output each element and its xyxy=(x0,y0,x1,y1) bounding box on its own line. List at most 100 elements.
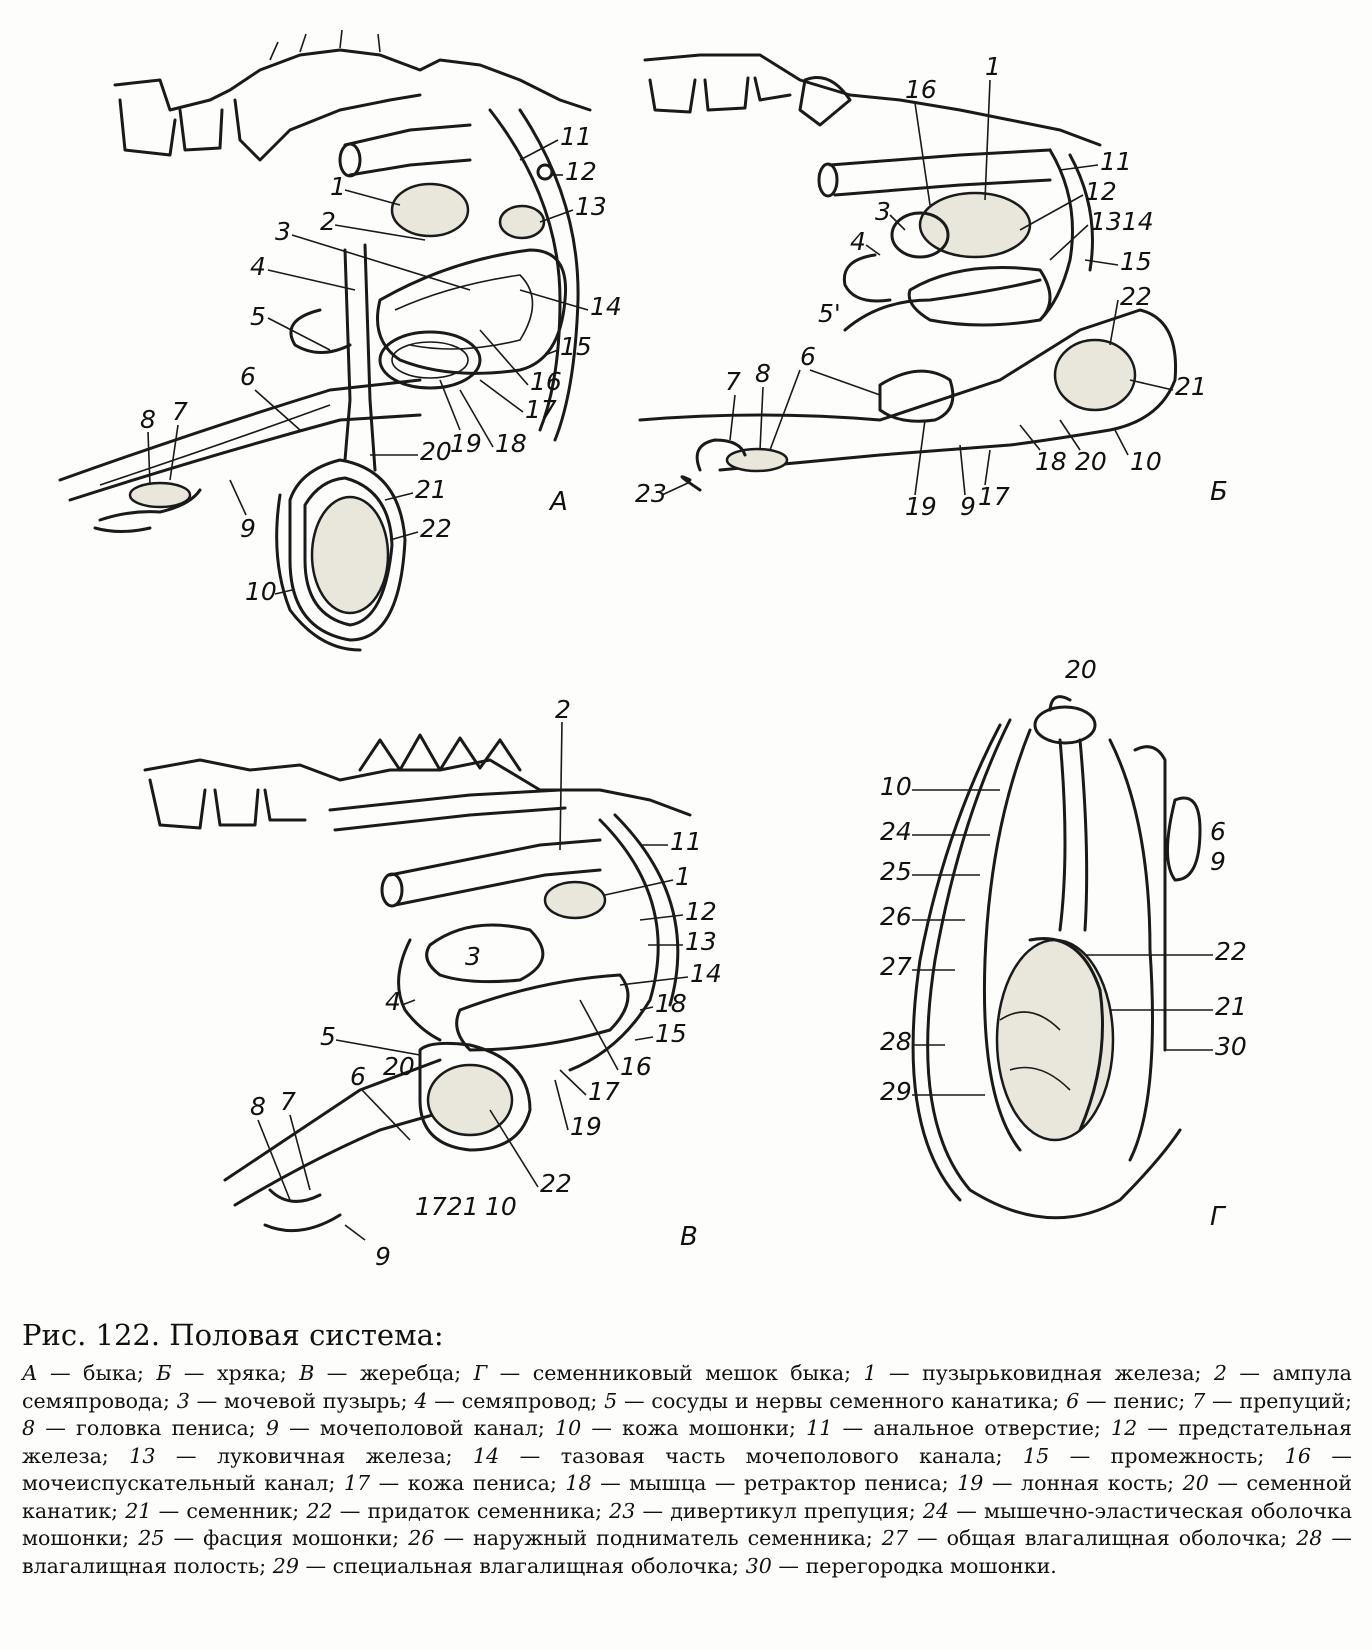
panel-label-g: Г xyxy=(1210,1202,1227,1232)
svg-text:7: 7 xyxy=(725,367,741,396)
svg-text:18: 18 xyxy=(495,429,527,458)
legend-key: 16 xyxy=(1284,1443,1311,1468)
panel-v-labels: 2 11 1 12 13 14 3 18 4 15 5 16 20 6 17 1… xyxy=(250,695,722,1271)
legend-key: 9 xyxy=(265,1416,279,1440)
svg-text:14: 14 xyxy=(690,959,722,988)
legend-item: 20 — семенной канатик; xyxy=(22,1471,1352,1523)
legend-item: Б — хряка; xyxy=(156,1361,300,1385)
svg-text:22: 22 xyxy=(1120,282,1152,311)
svg-text:12: 12 xyxy=(685,897,717,926)
legend-item: 8 — головка пениса; xyxy=(22,1416,266,1440)
legend-text: мышца — ретрактор пениса xyxy=(629,1471,942,1495)
svg-text:29: 29 xyxy=(880,1077,912,1106)
svg-text:17: 17 xyxy=(525,395,557,424)
legend-key: 7 xyxy=(1192,1388,1206,1413)
legend-key: 8 xyxy=(22,1416,36,1440)
svg-text:6: 6 xyxy=(240,362,256,391)
legend-text: наружный подниматель семенника xyxy=(473,1526,866,1550)
legend-text: семяпровод xyxy=(461,1388,591,1413)
svg-text:10: 10 xyxy=(1130,447,1162,476)
legend-key: 17 xyxy=(343,1471,371,1495)
panel-v-drawing xyxy=(143,733,692,1233)
legend-text: семенник xyxy=(186,1498,293,1523)
legend-text: мочеполовой канал xyxy=(319,1416,538,1440)
panel-g-drawing xyxy=(911,695,1202,1220)
svg-text:15: 15 xyxy=(655,1019,687,1048)
svg-text:5: 5 xyxy=(320,1022,336,1051)
spine-vertebrae-v xyxy=(143,758,692,817)
svg-text:3: 3 xyxy=(465,942,481,971)
legend-key: 12 xyxy=(1111,1416,1138,1440)
svg-text:5: 5 xyxy=(250,302,266,331)
legend-key: 11 xyxy=(806,1416,833,1440)
svg-text:8: 8 xyxy=(250,1092,266,1121)
svg-text:3: 3 xyxy=(875,197,891,226)
legend-key: 27 xyxy=(881,1526,908,1550)
svg-text:18: 18 xyxy=(655,989,687,1018)
legend-item: 12 — предстательная железа; xyxy=(22,1416,1353,1468)
legend-key: 23 xyxy=(609,1498,636,1523)
legend-item: 2 — ампула семяпровода; xyxy=(22,1361,1352,1413)
legend-item: А — быка; xyxy=(22,1361,157,1385)
legend-key: А xyxy=(22,1361,38,1385)
legend-item: 22 — придаток семенника; xyxy=(306,1498,610,1523)
legend-text: хряка xyxy=(216,1361,280,1385)
legend-text: быка xyxy=(83,1361,137,1385)
legend-text: придаток семенника xyxy=(367,1498,596,1523)
legend-item: 11 — анальное отверстие; xyxy=(806,1416,1112,1440)
legend-item: 16 — мочеиспускательный канал; xyxy=(22,1443,1352,1496)
spine-vertebrae xyxy=(113,48,592,112)
legend-key: 13 xyxy=(129,1443,156,1468)
svg-text:16: 16 xyxy=(620,1052,652,1081)
legend-key: 20 xyxy=(1182,1471,1209,1495)
legend-text: анальное отверстие xyxy=(873,1416,1094,1440)
legend-text: ампула семяпровода xyxy=(22,1361,1352,1413)
svg-text:4: 4 xyxy=(385,987,401,1016)
panel-label-v: В xyxy=(680,1222,698,1252)
panel-g-labels: 20 10 24 6 9 25 26 22 27 21 28 30 29 Г xyxy=(880,655,1247,1232)
svg-text:10: 10 xyxy=(485,1192,517,1221)
legend-text: тазовая часть мочеполового канала xyxy=(560,1443,996,1468)
caption-legend: А — быка; Б — хряка; В — жеребца; Г — се… xyxy=(22,1360,1352,1580)
legend-key: 18 xyxy=(565,1471,592,1495)
svg-text:8: 8 xyxy=(140,405,156,434)
legend-text: семенной канатик xyxy=(22,1471,1352,1523)
svg-text:22: 22 xyxy=(540,1169,572,1198)
legend-text: жеребца xyxy=(359,1361,455,1385)
legend-key: 4 xyxy=(414,1388,428,1413)
panel-b-drawing xyxy=(638,53,1178,492)
legend-key: 26 xyxy=(408,1526,435,1550)
panel-b-labels: 16 1 11 12 1314 3 4 15 22 5' 21 6 7 8 10… xyxy=(635,52,1228,521)
svg-text:23: 23 xyxy=(635,479,667,508)
panel-a-labels: 1 2 3 4 5 6 7 8 9 10 11 12 13 14 15 16 1… xyxy=(140,122,622,606)
legend-text: фасция мошонки xyxy=(203,1526,393,1550)
legend-item: 6 — пенис; xyxy=(1066,1388,1193,1413)
svg-text:19: 19 xyxy=(570,1112,602,1141)
legend-text: мочевой пузырь xyxy=(224,1388,401,1413)
legend-item: 27 — общая влагалищная оболочка; xyxy=(881,1526,1297,1550)
legend-text: препуций xyxy=(1239,1388,1346,1413)
svg-text:1314: 1314 xyxy=(1090,207,1154,236)
legend-key: 21 xyxy=(125,1498,152,1523)
svg-text:19: 19 xyxy=(905,492,937,521)
legend-item: 14 — тазовая часть мочеполового канала; xyxy=(473,1443,1024,1468)
legend-text: мышечно-эластическая оболочка мошонки xyxy=(22,1498,1353,1551)
legend-item: 24 — мышечно-эластическая оболочка мошон… xyxy=(22,1498,1353,1551)
legend-key: Г xyxy=(473,1361,488,1385)
svg-text:1721: 1721 xyxy=(415,1192,479,1221)
legend-item: 29 — специальная влагалищная оболочка; xyxy=(272,1553,746,1578)
legend-item: 3 — мочевой пузырь; xyxy=(176,1388,415,1413)
svg-text:17: 17 xyxy=(588,1077,620,1106)
svg-text:22: 22 xyxy=(1215,937,1247,966)
legend-text: общая влагалищная оболочка xyxy=(946,1526,1281,1550)
legend-item: 5 — сосуды и нервы семенного канатика; xyxy=(604,1388,1067,1413)
legend-text: предстательная железа xyxy=(22,1416,1353,1468)
svg-text:11: 11 xyxy=(560,122,592,151)
legend-text: дивертикул препуция xyxy=(670,1498,909,1523)
legend-item: 18 — мышца — ретрактор пениса; xyxy=(565,1471,958,1495)
legend-item: 9 — мочеполовой канал; xyxy=(265,1416,555,1440)
legend-key: 5 xyxy=(604,1388,618,1413)
legend-item: 7 — препуций; xyxy=(1192,1388,1352,1413)
svg-text:21: 21 xyxy=(1215,992,1247,1021)
caption-title: Рис. 122. Половая система: xyxy=(22,1318,444,1352)
